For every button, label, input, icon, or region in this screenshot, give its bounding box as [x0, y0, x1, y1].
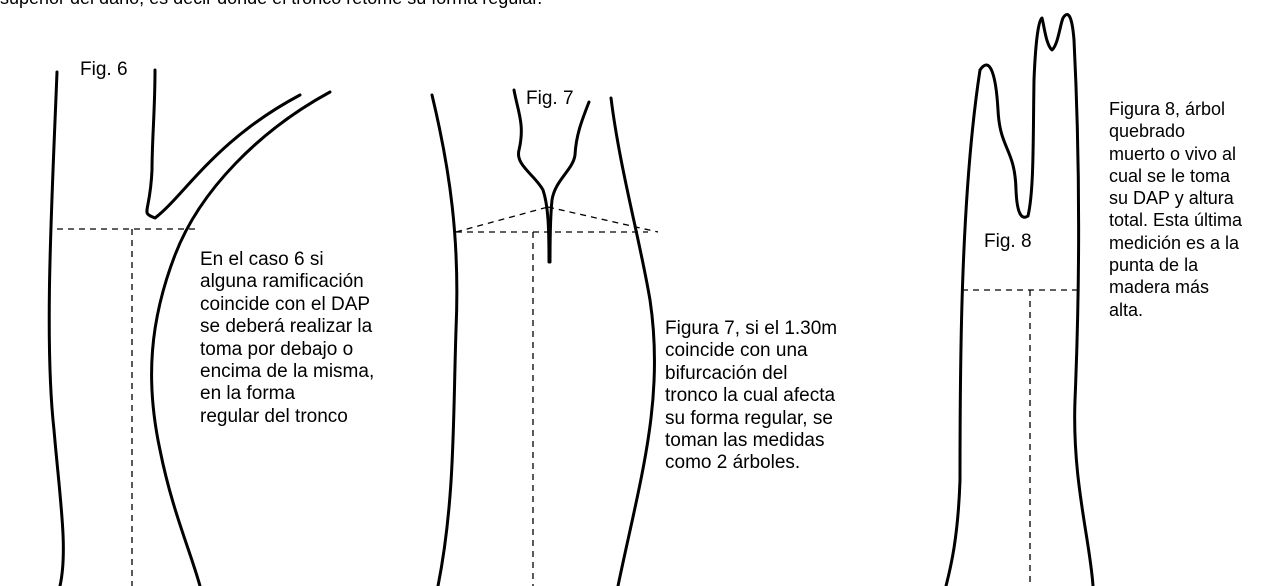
fig6-caption-line: alguna ramificación — [200, 271, 364, 293]
fig6-caption-line: regular del tronco — [200, 405, 348, 427]
fig8-caption-line: medición es a la — [1109, 232, 1240, 253]
fig6-label: Fig. 6 — [78, 59, 130, 81]
fig8-caption-line: madera más — [1109, 277, 1210, 298]
fig7-caption-line: su forma regular, se — [665, 407, 833, 429]
fig6-caption-line: coincide con el DAP — [200, 293, 371, 315]
fig8-trunk-right-outline — [1072, 38, 1095, 586]
fig8-caption-line: quebrado — [1109, 121, 1186, 142]
fig8-caption-line: alta. — [1109, 299, 1144, 320]
fig6-caption-line: toma por debajo o — [200, 338, 354, 360]
fig8-caption-line: cual se le toma — [1109, 165, 1231, 186]
fig7-label: Fig. 7 — [526, 88, 574, 109]
fig7-caption-line: toman las medidas — [665, 430, 825, 452]
fig7-caption-line: tronco la cual afecta — [665, 385, 836, 407]
fig6-branch-outline — [145, 68, 302, 220]
fig6-caption: En el caso 6 si alguna ramificación coin… — [200, 249, 374, 428]
fig6-trunk-right-outline — [150, 90, 332, 586]
fig6-caption-line: En el caso 6 si — [200, 249, 324, 270]
fig7-caption-line: coincide con una — [665, 340, 808, 362]
fig8-caption-line: su DAP y altura — [1109, 188, 1234, 209]
fig8-label: Fig. 8 — [984, 231, 1032, 252]
fig7-dap-diagonal-right — [547, 206, 659, 233]
fig7-dap-diagonal-left — [455, 206, 549, 233]
fig8-caption-line: muerto o vivo al — [1109, 143, 1237, 164]
fig6-caption-line: se deberá realizar la — [200, 316, 373, 338]
fig6-caption-line: encima de la misma, — [200, 361, 375, 383]
fig7-caption-line: bifurcación del — [665, 362, 788, 384]
fig7-caption-line: Figura 7, si el 1.30m — [665, 318, 838, 339]
fig7-trunk-left-outline — [430, 93, 459, 586]
fig8-caption-line: Figura 8, árbol — [1109, 99, 1226, 119]
fig6-trunk-left-outline — [47, 70, 65, 586]
fig8-trunk-left-outline — [944, 68, 982, 586]
fig8-broken-top-outline — [978, 13, 1076, 219]
header-text: superior del daño, es decir donde el tro… — [0, 0, 542, 9]
fig8-caption-line: punta de la — [1109, 255, 1199, 276]
fig8-caption-line: total. Esta última — [1109, 210, 1243, 231]
fig7-trunk-right-outline — [609, 96, 657, 586]
fig7-caption-line: como 2 árboles. — [665, 452, 801, 474]
fig7-fork-right-outline — [548, 100, 591, 264]
fig8-caption: Figura 8, árbol quebrado muerto o vivo a… — [1109, 98, 1242, 321]
fig7-caption: Figura 7, si el 1.30m coincide con una b… — [665, 318, 837, 475]
fig7-fork-left-outline — [512, 88, 551, 264]
fig6-caption-line: en la forma — [200, 383, 296, 405]
